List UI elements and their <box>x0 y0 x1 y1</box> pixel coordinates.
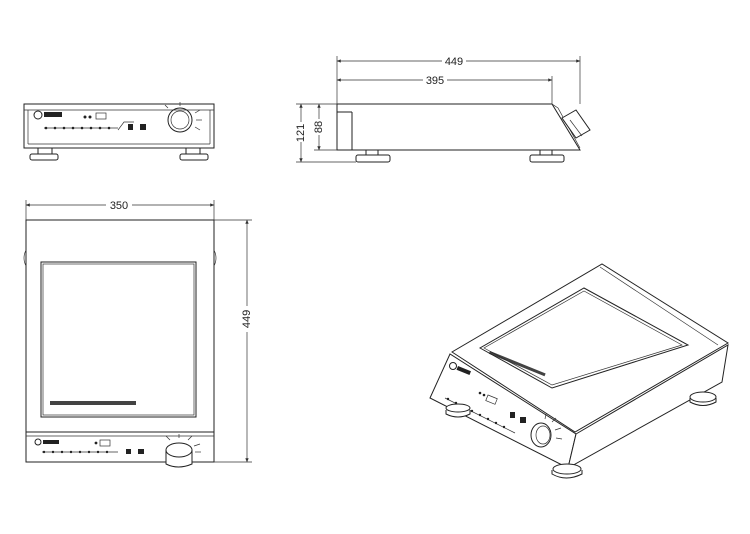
glass-cooking-plate <box>40 261 197 418</box>
dim-side-total-width: 449 <box>336 54 581 104</box>
power-knob <box>164 102 202 133</box>
dim-label-449-top: 449 <box>241 310 253 328</box>
dim-label-88: 88 <box>313 121 325 133</box>
dim-top-depth: 449 <box>214 219 254 463</box>
top-view: 350 449 <box>23 198 254 468</box>
top-view-knob <box>165 434 201 468</box>
dim-top-width: 350 <box>25 198 215 220</box>
front-view <box>23 102 215 161</box>
iso-display <box>485 394 498 405</box>
front-view-feet <box>29 147 209 161</box>
top-view-buttons-row <box>42 450 118 454</box>
side-view-body <box>336 103 581 151</box>
top-view-logo <box>34 438 59 446</box>
iso-right-side <box>567 344 729 469</box>
dim-side-body-height: 88 <box>312 103 337 151</box>
front-view-body <box>23 103 215 149</box>
dim-side-top-width: 395 <box>336 73 553 104</box>
isometric-view <box>429 263 729 479</box>
display-window <box>95 112 107 120</box>
dim-label-449-side: 449 <box>445 56 463 68</box>
iso-feet <box>445 391 717 479</box>
side-view-feet <box>355 149 565 163</box>
iso-knob <box>530 413 563 448</box>
plate-warning-text-mark <box>50 401 136 405</box>
iso-glass-plate <box>478 287 690 389</box>
touch-buttons-row <box>44 126 118 130</box>
dim-label-395: 395 <box>426 75 444 87</box>
dim-side-total-height: 121 <box>293 103 356 163</box>
dim-label-121: 121 <box>295 124 307 142</box>
dim-label-350: 350 <box>110 200 128 212</box>
side-knob <box>561 109 591 139</box>
iso-logo <box>449 362 471 375</box>
brand-logo <box>33 110 62 120</box>
side-view: 449 395 121 88 <box>293 54 591 163</box>
